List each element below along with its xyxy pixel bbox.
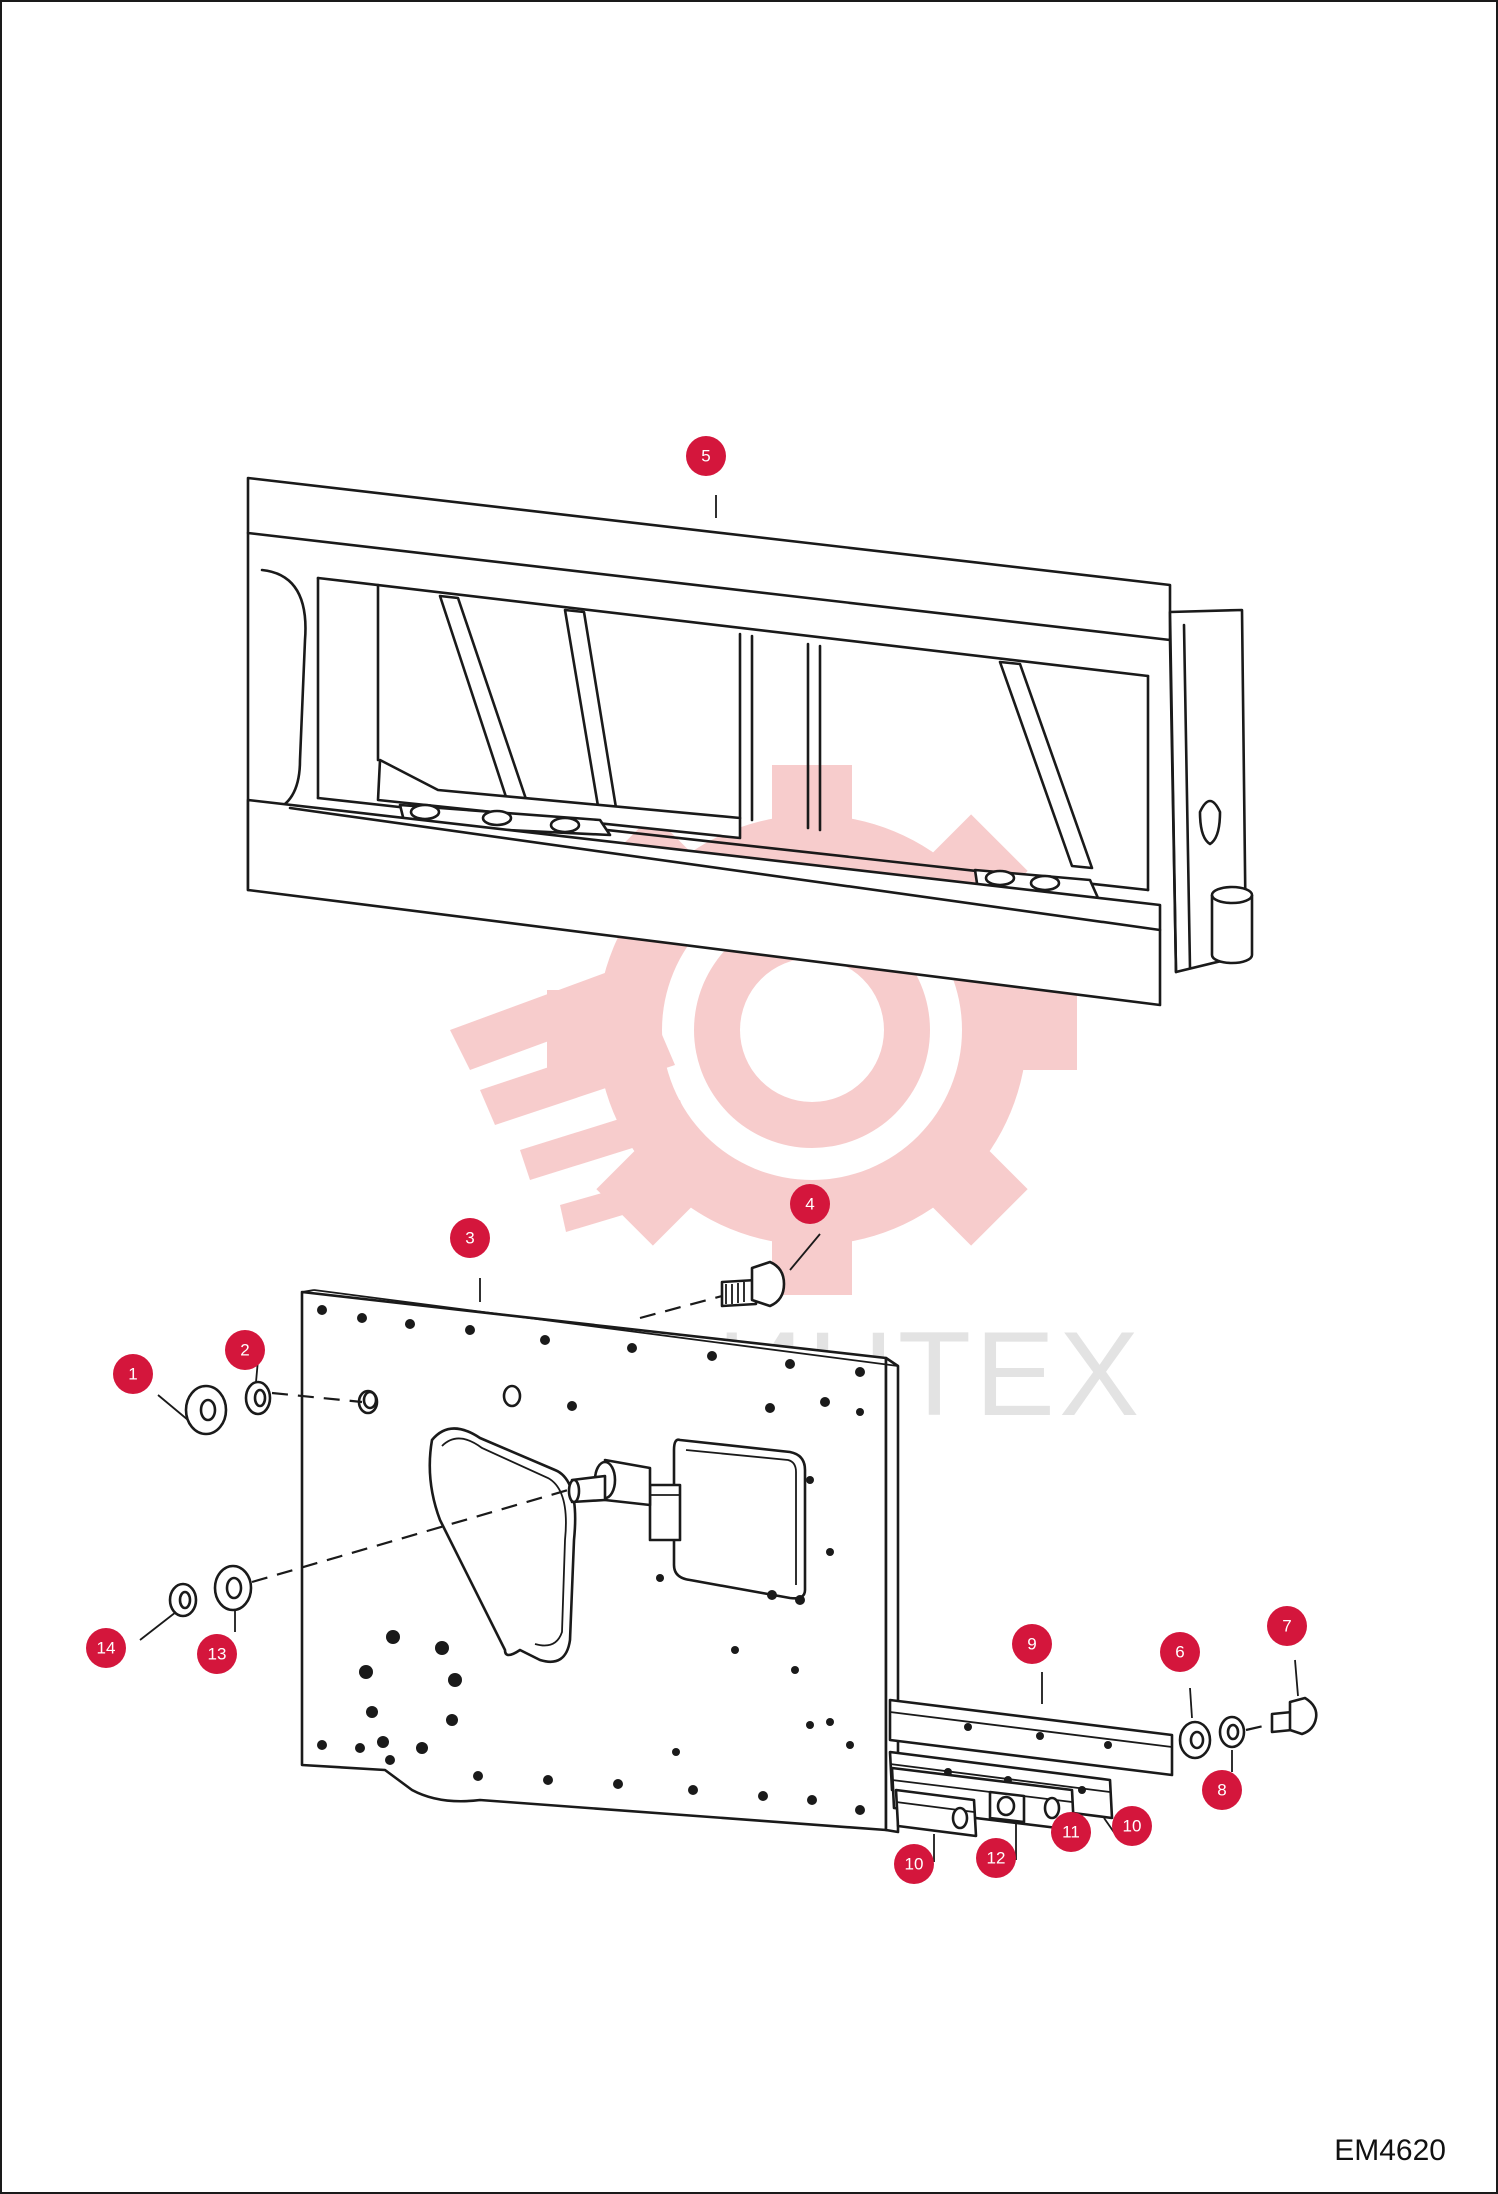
strip-part-9 [888, 1698, 1174, 1777]
callout-14[interactable]: 14 [86, 1628, 126, 1668]
callout-2[interactable]: 2 [225, 1330, 265, 1370]
callout-2-label: 2 [240, 1341, 249, 1360]
callout-10-right-label: 10 [1123, 1817, 1142, 1836]
callout-6[interactable]: 6 [1160, 1632, 1200, 1672]
callout-10-left-label: 10 [905, 1855, 924, 1874]
bolt-part-4 [639, 1260, 786, 1320]
callout-6-label: 6 [1175, 1643, 1184, 1662]
bolt-part-7 [1245, 1696, 1318, 1736]
callout-5-label: 5 [701, 447, 710, 466]
document-code: EM4620 [1334, 2134, 1446, 2167]
callout-8-label: 8 [1217, 1781, 1226, 1800]
callout-11[interactable]: 11 [1051, 1812, 1091, 1852]
callout-3-label: 3 [465, 1229, 474, 1248]
callout-13-label: 13 [208, 1645, 227, 1664]
callout-1-label: 1 [128, 1365, 137, 1384]
callout-4[interactable]: 4 [790, 1184, 830, 1224]
callout-12[interactable]: 12 [976, 1838, 1016, 1878]
callout-4-label: 4 [805, 1195, 814, 1214]
callout-13[interactable]: 13 [197, 1634, 237, 1674]
washer-part-13 [213, 1488, 569, 1612]
leader-lines [139, 495, 1299, 1862]
mounting-plate [300, 1289, 900, 1834]
strip-part-10a [894, 1788, 978, 1838]
washer-part-1 [184, 1384, 228, 1436]
callout-7-label: 7 [1282, 1617, 1291, 1636]
callout-11-label: 11 [1062, 1823, 1080, 1842]
callout-3[interactable]: 3 [450, 1218, 490, 1258]
washer-part-6 [1178, 1720, 1212, 1760]
callout-10-right[interactable]: 10 [1112, 1806, 1152, 1846]
lockwasher-part-8 [1218, 1715, 1246, 1749]
callout-14-label: 14 [97, 1639, 116, 1658]
lockwasher-part-14 [168, 1582, 198, 1618]
callout-5[interactable]: 5 [686, 436, 726, 476]
callout-9[interactable]: 9 [1012, 1624, 1052, 1664]
callout-9-label: 9 [1027, 1635, 1036, 1654]
callout-12-label: 12 [987, 1849, 1006, 1868]
frame-assembly [246, 476, 1254, 1007]
lockwasher-part-2 [244, 1380, 363, 1416]
callout-7[interactable]: 7 [1267, 1606, 1307, 1646]
block-part-12 [988, 1790, 1026, 1824]
callout-8[interactable]: 8 [1202, 1770, 1242, 1810]
callout-10-left[interactable]: 10 [894, 1844, 934, 1884]
callout-1[interactable]: 1 [113, 1354, 153, 1394]
